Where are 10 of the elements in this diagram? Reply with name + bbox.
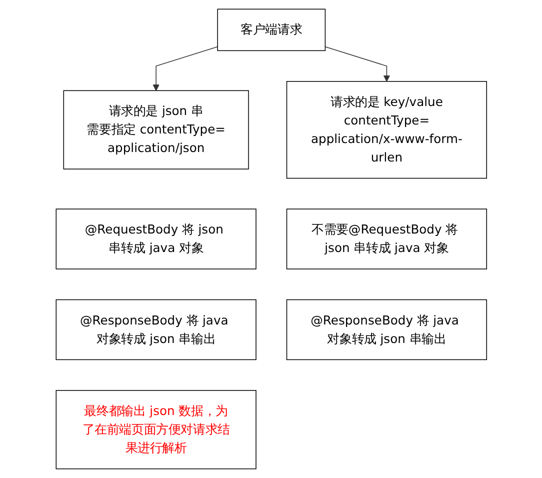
node-box: 请求的是 key/value contentType= application/x-www-form-urlen — [286, 81, 487, 179]
node-box: 请求的是 json 串 需要指定 contentType= application/json — [62, 90, 249, 170]
node-box: @ResponseBody 将 java 对象转成 json 串输出 — [55, 299, 256, 360]
node-box: 最终都输出 json 数据，为了在前端页面方便对请求结果进行解析 — [55, 390, 256, 470]
arrow — [152, 46, 218, 91]
node-box: @RequestBody 将 json 串转成 java 对象 — [55, 208, 256, 270]
node-box: 客户端请求 — [216, 8, 326, 52]
node-box: 不需要@RequestBody 将 json 串转成 java 对象 — [286, 208, 487, 270]
node-box: @ResponseBody 将 java 对象转成 json 串输出 — [286, 299, 487, 360]
arrow — [324, 46, 390, 82]
